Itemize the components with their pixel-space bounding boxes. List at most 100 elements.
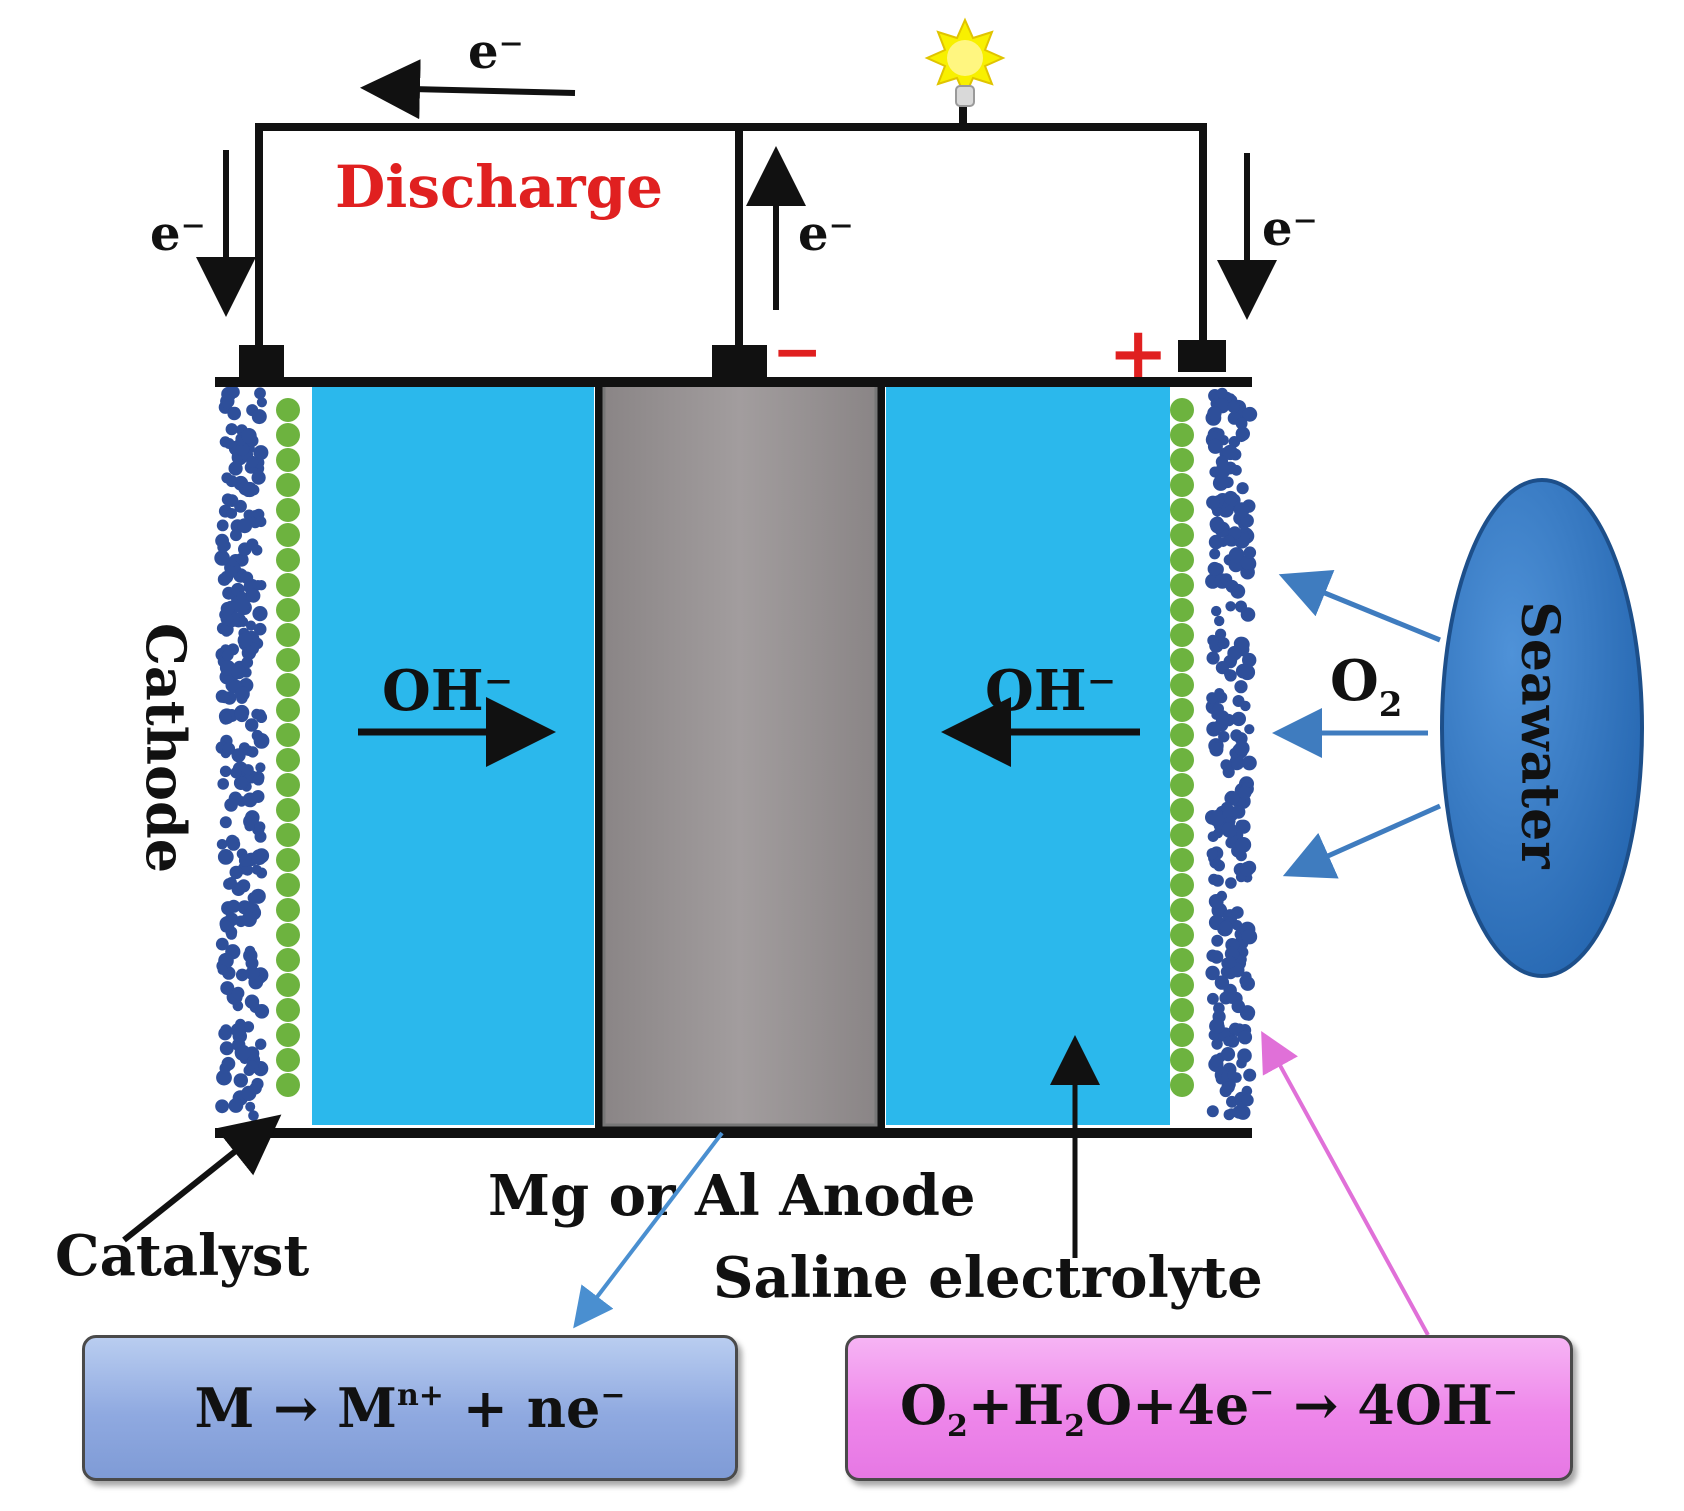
cathode-particle	[1208, 894, 1224, 909]
cathode-particle	[219, 1041, 234, 1056]
cathode-particle	[1243, 546, 1257, 559]
cathode-particle	[1206, 651, 1220, 665]
catalyst-particle	[276, 448, 300, 472]
discharge-label: Discharge	[335, 153, 663, 221]
cathode-particle	[254, 821, 266, 833]
anode-plate	[602, 383, 878, 1127]
cathode-particle	[229, 865, 243, 880]
cathode-particle	[221, 472, 233, 484]
cathode-particle	[1239, 861, 1255, 877]
cathode-particle	[1235, 600, 1247, 613]
cathode-particle	[220, 981, 235, 996]
cathode-particle	[217, 964, 228, 976]
cathode-particle	[1224, 790, 1240, 806]
cathode-particle	[251, 790, 265, 803]
cathode-particle	[215, 689, 229, 703]
catalyst-particle	[276, 648, 300, 672]
cathode-particle	[1207, 406, 1222, 421]
cathode-particle	[250, 888, 266, 904]
cathode-particle	[1221, 822, 1238, 838]
anode-reaction-equation: M → Mn+ + ne−	[194, 1376, 626, 1440]
cathode-particle	[244, 821, 255, 832]
cathode-particle	[1211, 874, 1224, 887]
cathode-particle	[1219, 1084, 1232, 1098]
cathode-particle	[220, 1024, 232, 1036]
cathode-particle	[234, 707, 247, 720]
cathode-particle	[255, 762, 266, 773]
cathode-particle	[1225, 992, 1237, 1004]
anode-terminal	[712, 345, 767, 377]
cathode-particle	[1229, 755, 1245, 771]
catalyst-particle	[1170, 723, 1194, 747]
light-bulb-icon	[924, 17, 1006, 107]
cathode-particle	[1207, 992, 1219, 1005]
cathode-terminal-left	[239, 345, 284, 377]
cathode-particle	[220, 920, 232, 932]
cathode-particle	[225, 494, 239, 507]
catalyst-particle	[276, 548, 300, 572]
catalyst-particle	[276, 1073, 300, 1097]
catalyst-particle	[276, 423, 300, 447]
cathode-particle	[1234, 680, 1248, 694]
cathode-reaction-equation: O2+H2O+4e− → 4OH−	[899, 1372, 1519, 1444]
cathode-particle	[1207, 438, 1223, 454]
cathode-terminal-right	[1178, 340, 1226, 372]
cathode-particle	[223, 438, 235, 449]
cathode-particle	[1209, 1018, 1225, 1034]
cathode-particle	[234, 1044, 251, 1061]
catalyst-particle	[276, 923, 300, 947]
cathode-particle	[1214, 688, 1225, 699]
cathode-particle	[1220, 1047, 1236, 1062]
cathode-particle	[214, 550, 230, 566]
cathode-particle	[254, 387, 266, 400]
cathode-particle	[246, 455, 259, 468]
catalyst-particle	[276, 848, 300, 872]
negative-sign: −	[772, 317, 822, 387]
cathode-particle	[254, 709, 266, 721]
catalyst-particle	[276, 823, 300, 847]
catalyst-particle	[1170, 873, 1194, 897]
cathode-particle	[217, 849, 234, 865]
cathode-particle	[252, 774, 265, 786]
electron-label-top: e⁻	[468, 24, 524, 80]
cathode-particle	[1230, 729, 1243, 742]
cathode-particle	[231, 664, 247, 680]
catalyst-particle	[1170, 923, 1194, 947]
catalyst-particle	[1170, 1023, 1194, 1047]
cathode-particle	[1227, 1069, 1238, 1080]
cathode-particle	[1225, 579, 1239, 593]
catalyst-particle	[1170, 998, 1194, 1022]
cathode-particle	[241, 864, 254, 876]
catalyst-layer-left	[276, 398, 300, 1097]
catalyst-particle	[1170, 423, 1194, 447]
cathode-particle	[253, 445, 269, 461]
cathode-particle	[215, 937, 229, 951]
cathode-particle	[1208, 810, 1225, 827]
catalyst-particle	[1170, 948, 1194, 972]
cathode-particle	[219, 765, 232, 777]
hydroxide-label-right: OH⁻	[985, 658, 1116, 724]
cathode-particle	[1224, 956, 1237, 969]
catalyst-particle	[1170, 598, 1194, 622]
cathode-particle	[247, 746, 259, 758]
catalyst-particle	[1170, 473, 1194, 497]
catalyst-particle	[276, 598, 300, 622]
catalyst-particle	[276, 773, 300, 797]
cathode-particle	[222, 649, 234, 661]
cathode-particle	[246, 588, 261, 603]
cathode-particle	[245, 620, 257, 631]
cathode-particle	[233, 776, 248, 790]
catalyst-particle	[1170, 748, 1194, 772]
catalyst-particle	[276, 998, 300, 1022]
cathode-particle	[253, 733, 270, 749]
electron-label-left: e⁻	[150, 206, 206, 262]
cathode-particle	[1209, 548, 1221, 560]
cathode-particle	[254, 830, 267, 843]
cathode-particle	[222, 742, 236, 755]
cathode-particle	[256, 397, 267, 408]
cathode-particle	[1211, 934, 1224, 947]
cathode-particle	[248, 1110, 259, 1121]
cathode-particle	[1238, 786, 1252, 800]
cathode-particle	[1227, 645, 1242, 661]
